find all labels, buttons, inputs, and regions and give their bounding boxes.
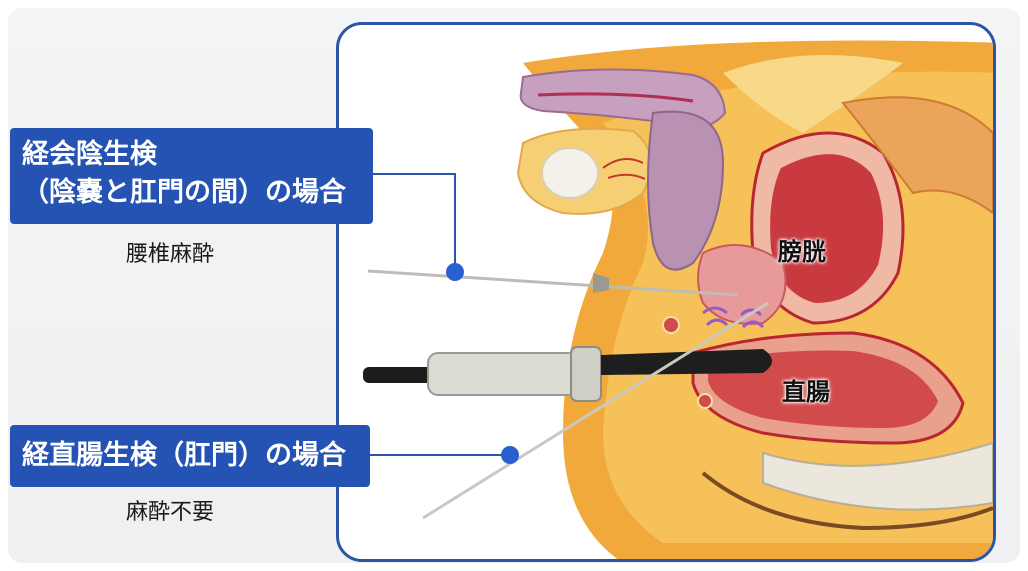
perineal-anesthesia-note: 腰椎麻酔 xyxy=(126,236,214,268)
perineal-biopsy-title: 経会陰生検 xyxy=(22,136,361,174)
perineal-connector xyxy=(373,174,455,270)
perineal-biopsy-label: 経会陰生検 （陰嚢と肛門の間）の場合 xyxy=(10,128,373,224)
transrectal-biopsy-label: 経直腸生検（肛門）の場合 xyxy=(10,425,370,487)
rectum-label: 直腸 xyxy=(782,372,830,407)
transrectal-anesthesia-note: 麻酔不要 xyxy=(126,494,214,526)
transrectal-connector-dot xyxy=(501,446,519,464)
perineal-biopsy-subtitle: （陰嚢と肛門の間）の場合 xyxy=(22,174,361,212)
bladder-label: 膀胱 xyxy=(778,232,826,267)
perineal-connector-dot xyxy=(446,263,464,281)
